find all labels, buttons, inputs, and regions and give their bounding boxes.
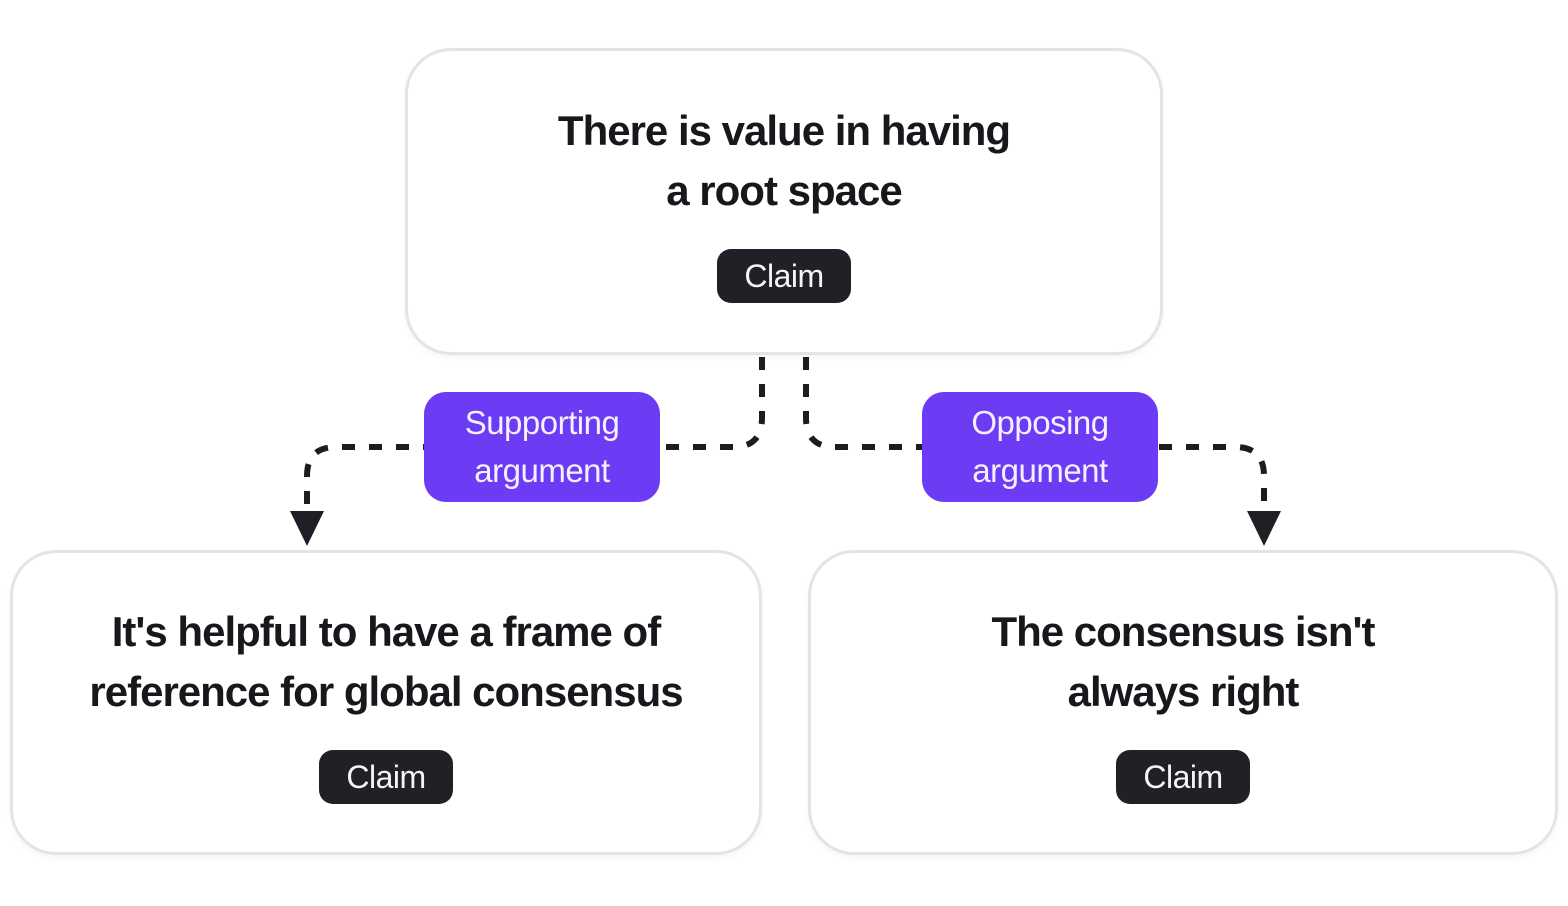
supporting-claim-title-line1: It's helpful to have a frame of [111,607,661,655]
root-claim-title-line2: a root space [666,166,902,214]
opposing-claim-title-line1: The consensus isn't [991,607,1375,655]
opposing-arrow-down-icon [1247,511,1281,546]
supporting-claim-title: It's helpful to have a frame of referenc… [89,602,683,722]
opposing-claim-type-badge: Claim [1116,749,1250,804]
supporting-claim-node: It's helpful to have a frame of referenc… [10,550,762,855]
opposing-claim-title: The consensus isn't always right [991,602,1375,722]
opposing-claim-title-line2: always right [1067,667,1300,715]
root-claim-title-line1: There is value in having [557,106,1011,154]
root-claim-title: There is value in having a root space [557,101,1011,221]
supporting-arrow-down-icon [290,511,324,546]
root-claim-node: There is value in having a root space Cl… [405,48,1163,355]
opposing-argument-edge-label: Opposing argument [922,392,1158,502]
opposing-claim-node: The consensus isn't always right Claim [808,550,1558,855]
supporting-argument-edge-label: Supporting argument [424,392,660,502]
root-claim-type-badge: Claim [717,248,851,303]
supporting-claim-type-badge: Claim [319,749,453,804]
supporting-claim-title-line2: reference for global consensus [89,667,683,715]
